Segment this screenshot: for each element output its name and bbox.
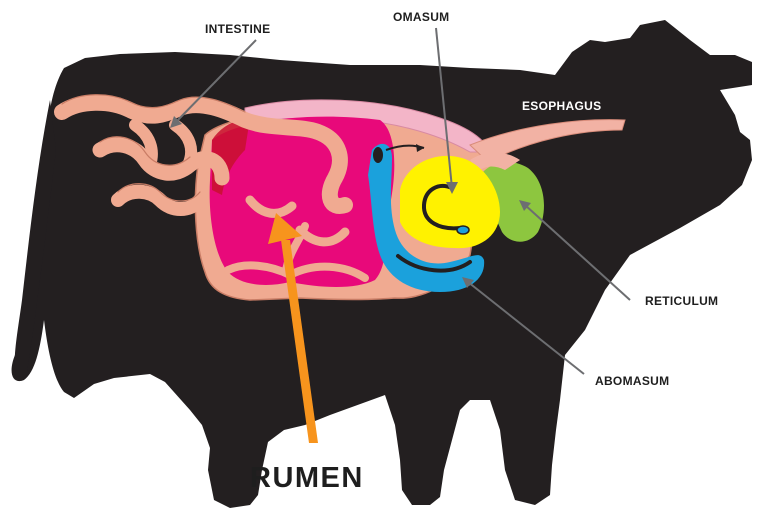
reticulum-label: RETICULUM [645, 294, 718, 308]
rumen [210, 117, 395, 287]
intestine-label: INTESTINE [205, 22, 270, 36]
rumen-label: RUMEN [250, 462, 364, 495]
esophagus-label: ESOPHAGUS [522, 99, 601, 113]
omasum-label: OMASUM [393, 10, 449, 24]
abomasum-label: ABOMASUM [595, 374, 669, 388]
